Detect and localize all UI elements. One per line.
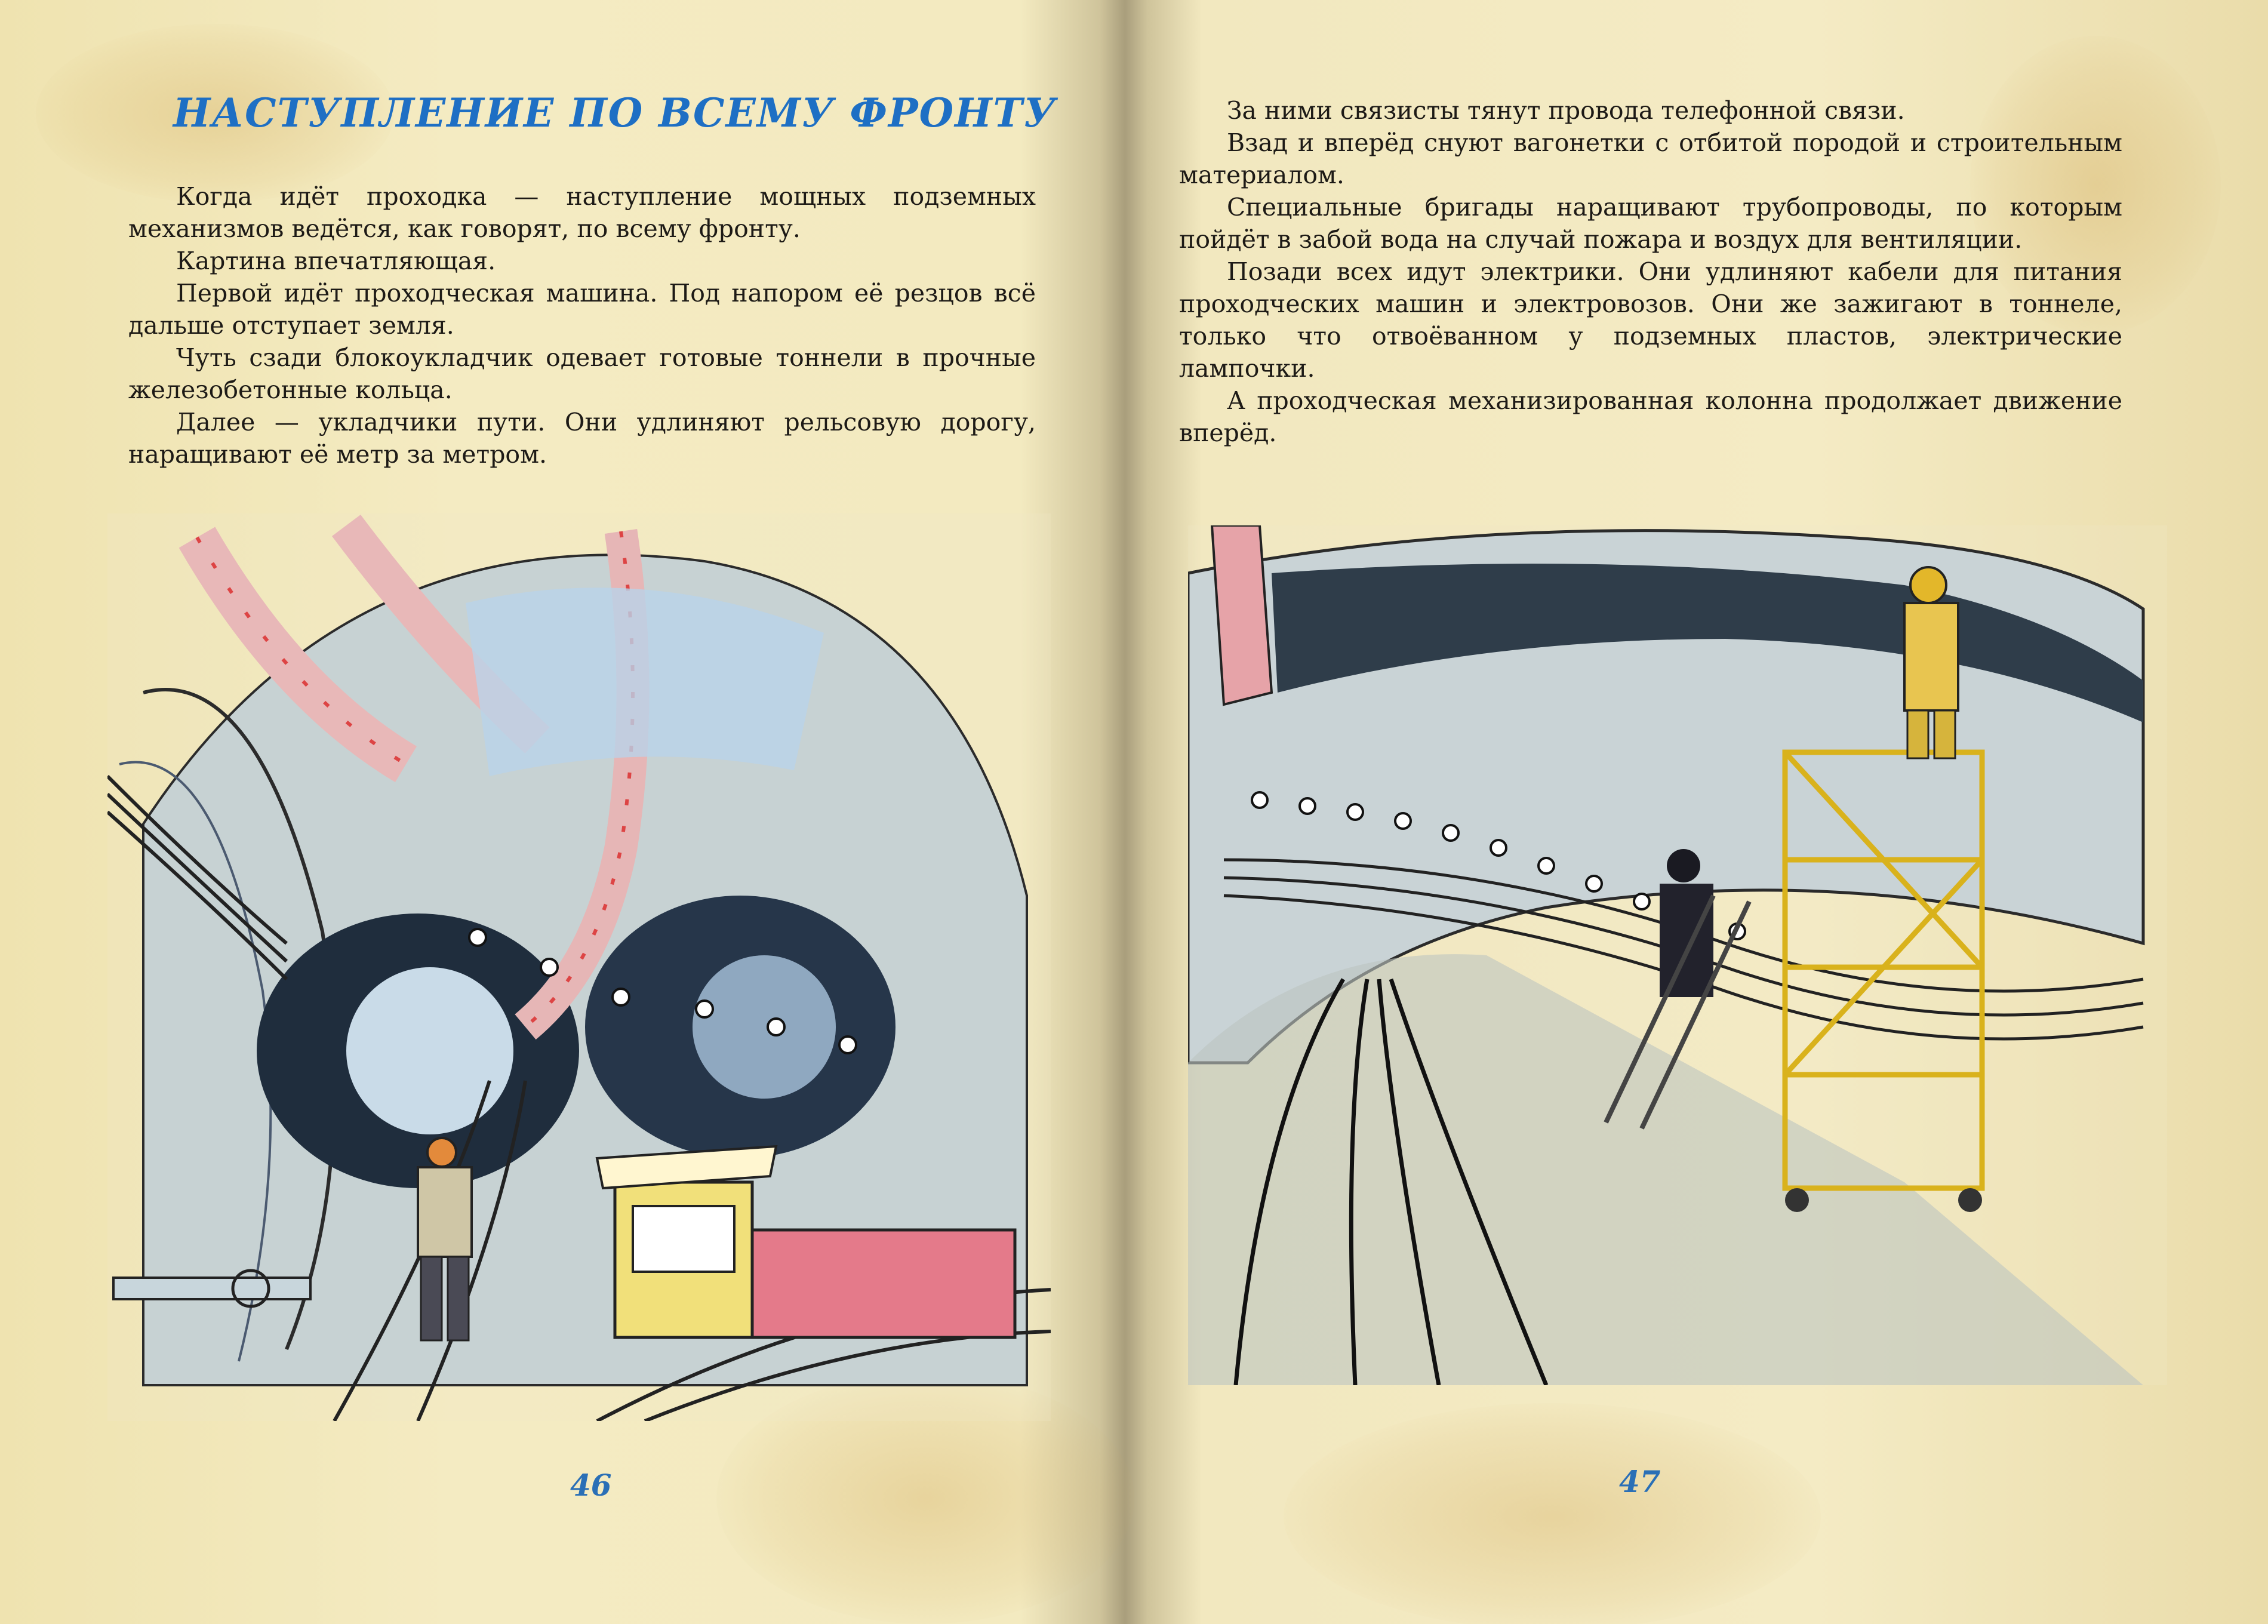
- left-page: НАСТУПЛЕНИЕ ПО ВСЕМУ ФРОНТУ Когда идёт п…: [107, 90, 1057, 1503]
- paragraph: Позади всех идут электрики. Они удлиняют…: [1179, 257, 2122, 383]
- chapter-title: НАСТУПЛЕНИЕ ПО ВСЕМУ ФРОНТУ: [173, 90, 1057, 136]
- right-body-text: За ними связисты тянут провода телефонно…: [1179, 94, 2122, 449]
- page-number: 46: [570, 1468, 612, 1503]
- page-number: 47: [1619, 1464, 1661, 1499]
- paragraph: А проходческая механизированная колонна …: [1179, 386, 2122, 447]
- left-body-text: Когда идёт проходка — наступление мощных…: [128, 180, 1036, 470]
- paragraph: Специальные бригады наращивают трубопров…: [1179, 193, 2122, 254]
- tunnel-construction-illustration: [107, 513, 1051, 1421]
- right-page: За ними связисты тянут провода телефонно…: [1134, 0, 2268, 1624]
- paper-stain: [1284, 1403, 1821, 1624]
- paragraph: Картина впечатляющая.: [176, 247, 496, 275]
- paper-stain: [716, 1373, 1134, 1624]
- paragraph: Далее — укладчики пути. Они удлиняют рел…: [128, 408, 1036, 469]
- paragraph: Первой идёт проходческая машина. Под нап…: [128, 279, 1036, 340]
- tunnel-electricians-illustration: [1188, 525, 2167, 1385]
- paper-stain: [36, 24, 394, 203]
- paper-stain: [1970, 36, 2221, 334]
- paragraph: За ними связисты тянут провода телефонно…: [1227, 96, 1905, 125]
- paragraph: Когда идёт проходка — наступление мощных…: [128, 182, 1036, 243]
- paragraph: Взад и вперёд снуют вагонетки с отбитой …: [1179, 128, 2122, 189]
- paragraph: Чуть сзади блокоукладчик одевает готовые…: [128, 343, 1036, 404]
